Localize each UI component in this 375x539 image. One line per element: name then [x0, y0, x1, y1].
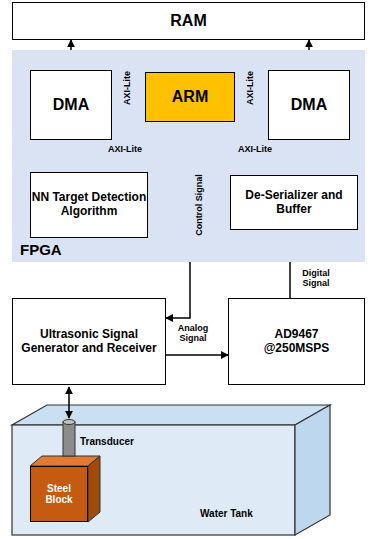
- tank-front: [12, 425, 295, 535]
- box-label: De-Serializer and Buffer: [231, 189, 357, 217]
- adc-box: AD9467 @250MSPS: [228, 298, 365, 385]
- part-label: Transducer: [80, 436, 134, 447]
- box-label: Ultrasonic Signal Generator and Receiver: [13, 328, 165, 356]
- edge-label: Digital Signal: [294, 269, 338, 289]
- dma-box: DMA: [268, 70, 350, 140]
- block-side: [88, 456, 100, 522]
- edge-label: AXI-Lite: [123, 71, 133, 105]
- signal-generator-box: Ultrasonic Signal Generator and Receiver: [12, 298, 166, 385]
- box-label: AD9467 @250MSPS: [257, 328, 337, 356]
- box-label: NN Target Detection Algorithm: [31, 191, 147, 219]
- connector: [166, 354, 228, 356]
- processor-box: ARM: [145, 72, 235, 122]
- fpga-region: FPGA DMA ARM DMA NN Target Detection Algorit…: [12, 50, 365, 262]
- transducer-link: [68, 387, 70, 418]
- tank-side: [295, 405, 330, 535]
- box-label: ARM: [172, 88, 208, 106]
- edge-label: AXI-Lite: [108, 145, 142, 155]
- region-label: FPGA: [20, 241, 62, 258]
- transducer-cap: [63, 420, 75, 425]
- box-label: RAM: [170, 12, 206, 30]
- memory-box: RAM: [12, 2, 365, 40]
- deserializer-box: De-Serializer and Buffer: [230, 175, 358, 230]
- tank-top: [12, 405, 330, 425]
- edge-label: AXI-Lite: [238, 145, 272, 155]
- transducer-body: [63, 422, 75, 456]
- edge-label: Control Signal: [195, 174, 205, 236]
- algorithm-box: NN Target Detection Algorithm: [30, 172, 148, 238]
- dma-box: DMA: [30, 70, 112, 140]
- steel-block: Steel Block: [30, 466, 88, 522]
- box-label: DMA: [291, 96, 327, 114]
- box-label: Steel Block: [37, 483, 81, 506]
- part-label: Water Tank: [200, 508, 253, 519]
- box-label: DMA: [53, 96, 89, 114]
- edge-label: Analog Signal: [171, 324, 215, 344]
- edge-label: AXI-Lite: [246, 71, 256, 105]
